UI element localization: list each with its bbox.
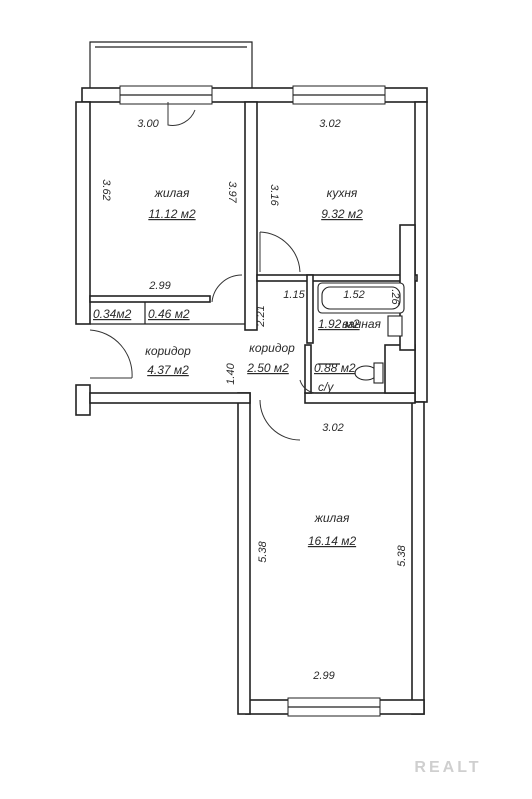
living1-name: жилая	[154, 186, 190, 200]
kitchen-area: 9.32 м2	[321, 207, 363, 221]
bathroom-area: 1.92 м2	[318, 317, 360, 331]
fixtures	[317, 282, 405, 384]
corridor2-name: коридор	[249, 341, 295, 355]
dim-kitchen-top: 3.02	[319, 118, 340, 130]
dim-living2-top: 3.02	[322, 422, 343, 434]
dim-bathtub-len: 1.52	[343, 289, 364, 301]
balcony	[89, 41, 253, 88]
dimension-labels: 3.00 3.02 3.62 3.97 3.16 2.99 1.15 1.52 …	[100, 118, 408, 682]
living1-area: 11.12 м2	[148, 207, 196, 221]
dim-living1-right: 3.97	[226, 181, 238, 203]
toilet-name: с/у	[318, 380, 334, 394]
dim-living2-left: 5.38	[257, 540, 269, 562]
dim-living1-left: 3.62	[100, 179, 112, 200]
windows	[119, 85, 386, 717]
dim-bath-h: 2.21	[255, 305, 267, 327]
room-labels: жилая 11.12 м2 кухня 9.32 м2 коридор 4.3…	[93, 186, 382, 548]
corridor2-area: 2.50 м2	[246, 361, 289, 375]
dim-living2-bottom: 2.99	[312, 670, 334, 682]
dim-living1-bottom: 2.99	[148, 280, 170, 292]
interior-walls	[89, 101, 418, 394]
watermark: REALT	[414, 759, 481, 776]
closet2-area: 0.46 м2	[148, 307, 190, 321]
corridor1-area: 4.37 м2	[147, 363, 189, 377]
kitchen-name: кухня	[327, 186, 358, 200]
doors	[89, 102, 316, 441]
living2-name: жилая	[314, 511, 350, 525]
dim-corridor-h: 1.40	[225, 362, 237, 384]
dim-living1-top: 3.00	[137, 118, 159, 130]
closet1-area: 0.34м2	[93, 307, 132, 321]
corridor1-name: коридор	[145, 344, 191, 358]
living2-area: 16.14 м2	[308, 534, 357, 548]
sink	[387, 315, 403, 337]
toilet-area: 0.88 м2	[314, 361, 356, 375]
dim-bath-w: 1.15	[283, 289, 305, 301]
dim-kitchen-left: 3.16	[268, 184, 280, 206]
dim-living2-right: 5.38	[396, 544, 408, 566]
bathroom-name: ванная	[342, 317, 382, 331]
dim-bathtub-w: .26	[389, 289, 401, 305]
